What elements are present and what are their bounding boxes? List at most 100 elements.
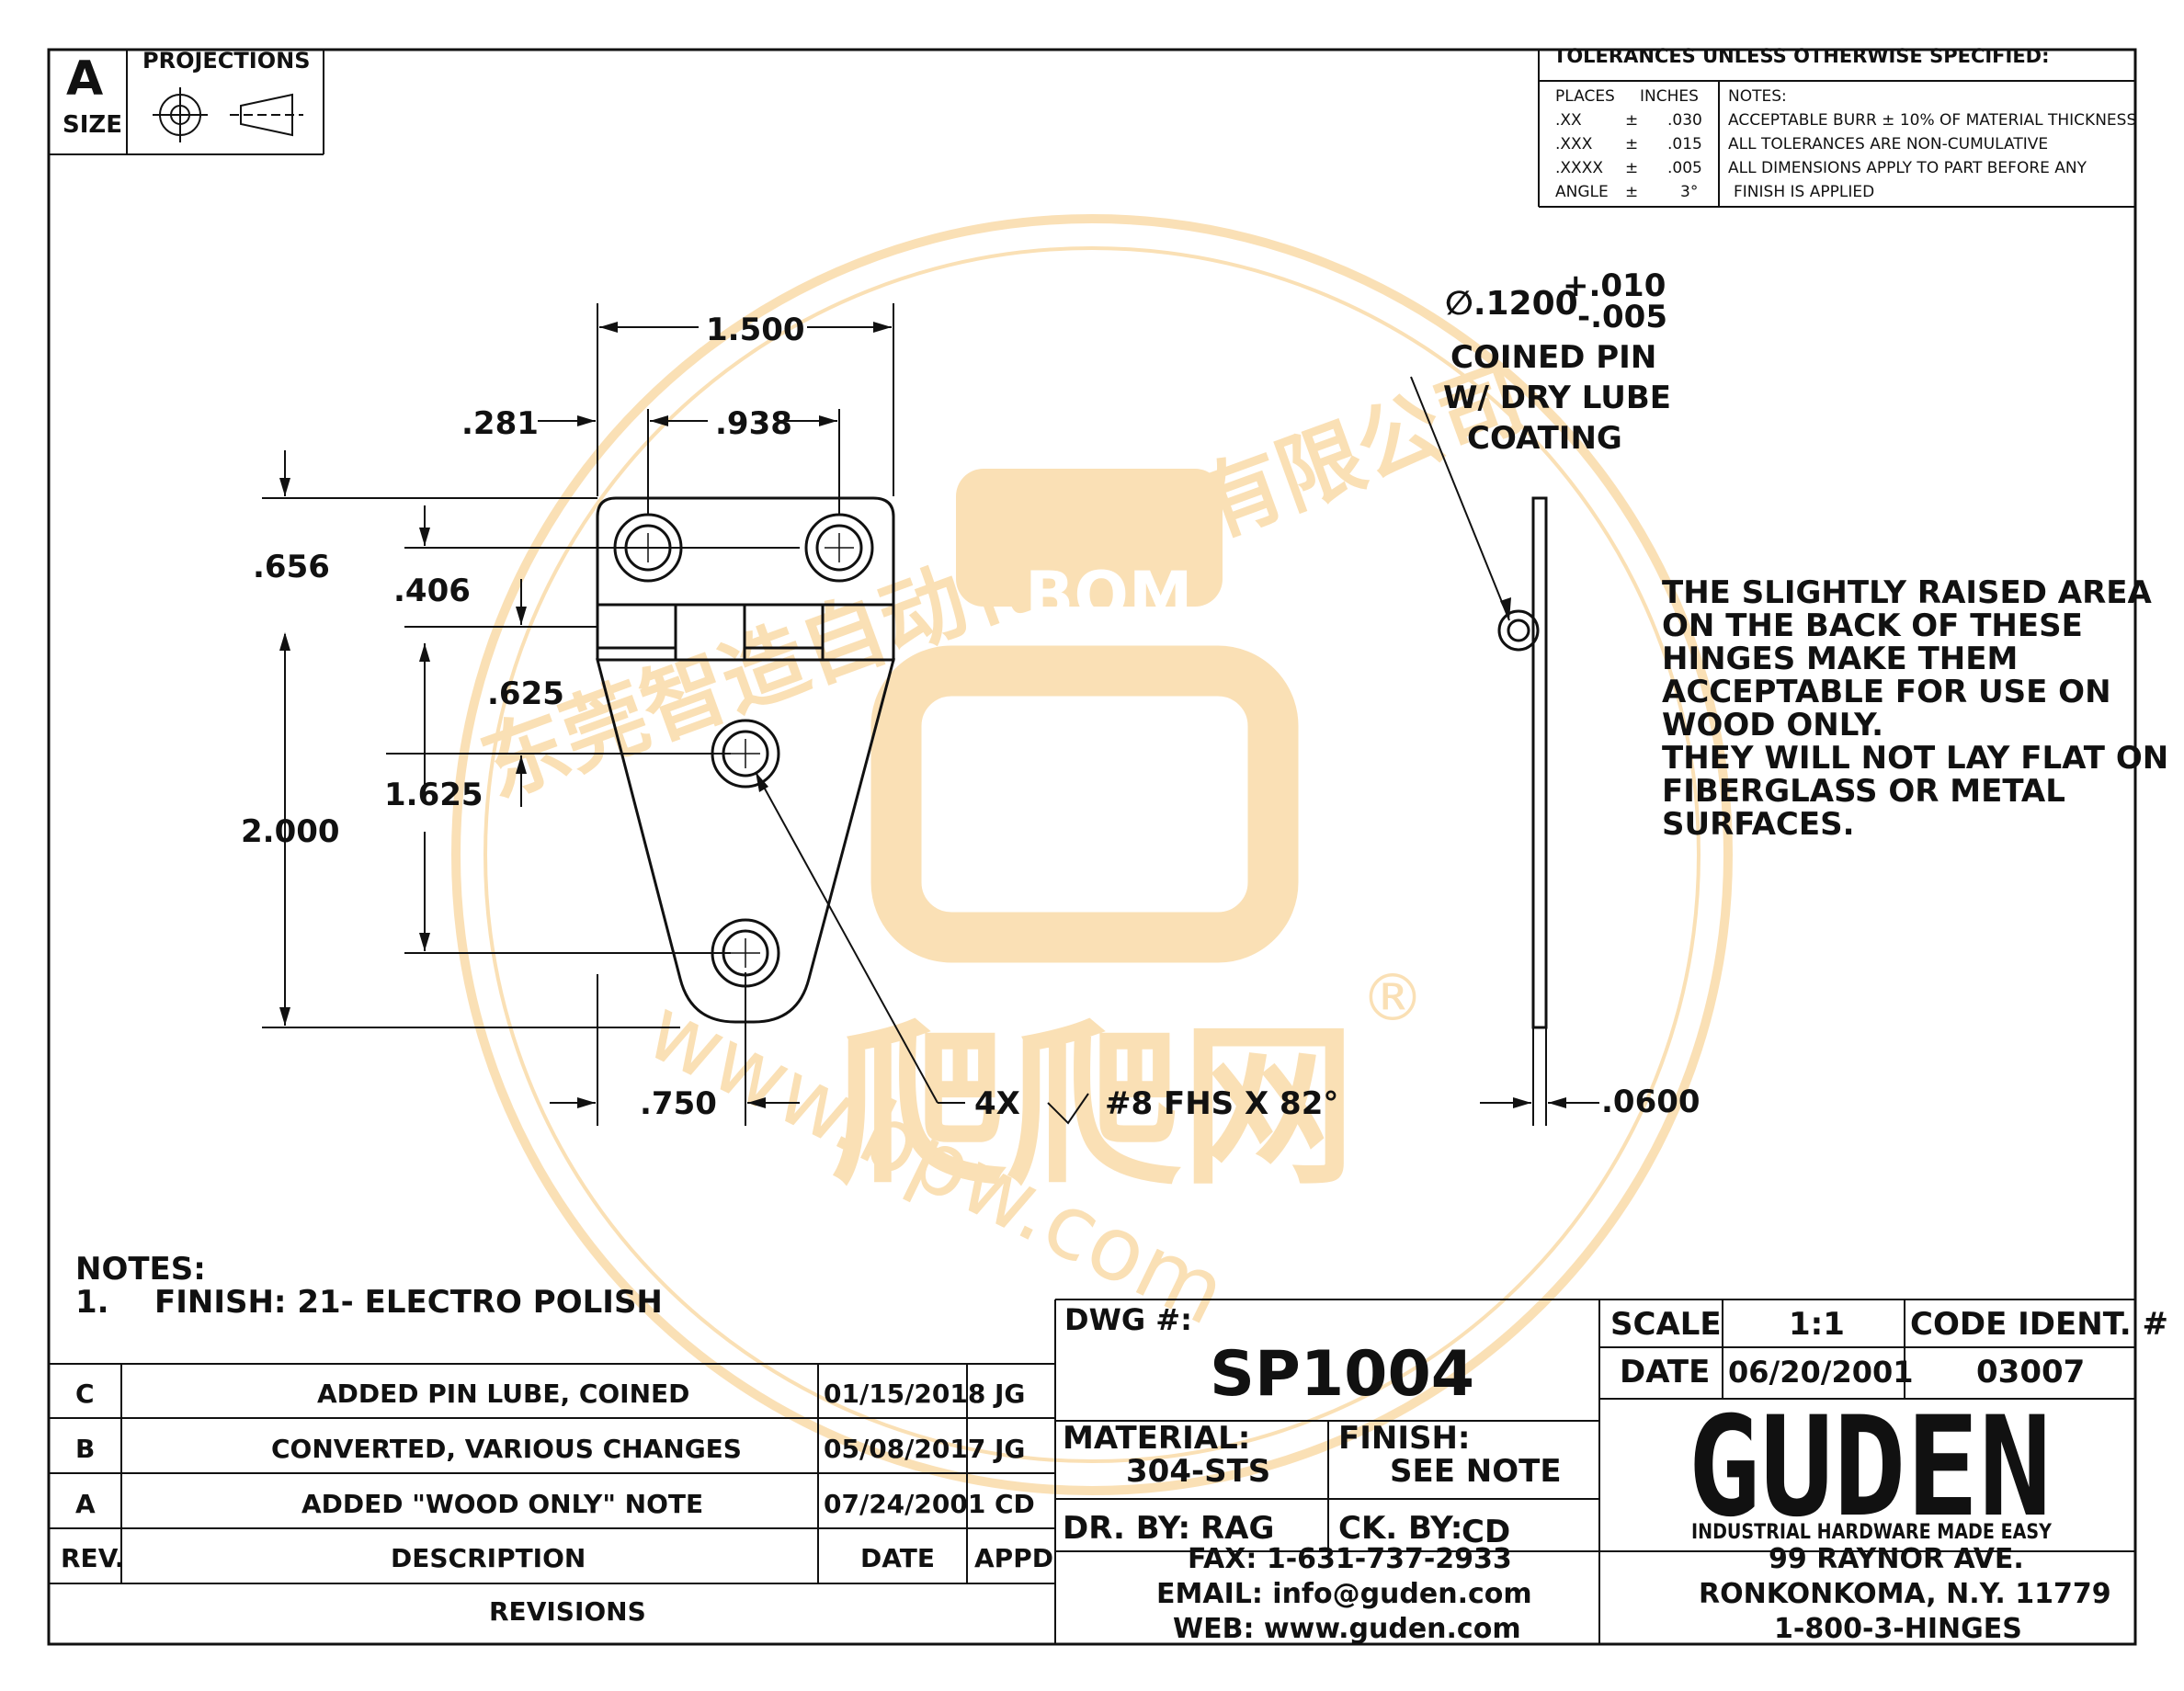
tol-header-inches: INCHES xyxy=(1640,87,1699,106)
svg-text:JG: JG xyxy=(993,1379,1025,1409)
svg-text:.005: .005 xyxy=(1667,159,1702,177)
note-text: FINISH: 21- ELECTRO POLISH xyxy=(154,1284,663,1321)
svg-text:.XXXX: .XXXX xyxy=(1555,159,1603,177)
revision-row: B CONVERTED, VARIOUS CHANGES 05/08/2017 … xyxy=(75,1434,1025,1464)
dim-hole-spacing-bottom: 1.625 xyxy=(384,777,483,813)
hole-spec: #8 FHS X 82° xyxy=(1105,1085,1338,1122)
revision-header-rev: REV. xyxy=(61,1543,124,1573)
material-label: MATERIAL: xyxy=(1063,1420,1250,1457)
svg-text:.XX: .XX xyxy=(1555,111,1582,130)
revision-row: A ADDED "WOOD ONLY" NOTE 07/24/2001 CD xyxy=(75,1489,1035,1519)
title-block: DWG #: SP1004 SCALE 1:1 CODE IDENT. # DA… xyxy=(1055,1299,2168,1645)
hinge-side-view xyxy=(1410,376,1599,1126)
svg-text:.XXX: .XXX xyxy=(1555,135,1593,153)
tolerance-title: TOLERANCES UNLESS OTHERWISE SPECIFIED: xyxy=(1553,45,2050,67)
dimension-lines xyxy=(262,303,1089,1126)
ckby-label: CK. BY: xyxy=(1338,1510,1462,1547)
revision-row: C ADDED PIN LUBE, COINED 01/15/2018 JG xyxy=(75,1379,1025,1409)
dim-hole-edge-offset: .281 xyxy=(461,405,539,442)
material-value: 304-STS xyxy=(1126,1453,1270,1490)
svg-text:05/08/2017: 05/08/2017 xyxy=(824,1434,985,1464)
guden-tagline: INDUSTRIAL HARDWARE MADE EASY xyxy=(1691,1521,2053,1544)
tol-header-places: PLACES xyxy=(1555,87,1615,106)
scale-value: 1:1 xyxy=(1789,1306,1845,1343)
svg-text:±: ± xyxy=(1625,159,1638,177)
guden-logo: GUDEN xyxy=(1688,1388,2052,1548)
svg-text:THE SLIGHTLY RAISED AREA: THE SLIGHTLY RAISED AREA xyxy=(1662,574,2153,611)
svg-text:JG: JG xyxy=(993,1434,1025,1464)
watermark-logo: BOM xyxy=(1025,558,1193,633)
finish-value: SEE NOTE xyxy=(1390,1453,1562,1490)
fax: FAX: 1-631-737-2933 xyxy=(1188,1543,1512,1575)
size-label: SIZE xyxy=(63,111,122,139)
revisions-table: C ADDED PIN LUBE, COINED 01/15/2018 JG B… xyxy=(49,1299,1056,1644)
svg-text:±: ± xyxy=(1625,135,1638,153)
tol-row: .XX ± .030 xyxy=(1555,111,1702,130)
svg-text:ANGLE: ANGLE xyxy=(1555,183,1609,201)
hole-quantity: 4X xyxy=(974,1085,1020,1122)
svg-text:CD: CD xyxy=(995,1489,1035,1519)
svg-text:ACCEPTABLE FOR USE ON: ACCEPTABLE FOR USE ON xyxy=(1662,674,2111,710)
pin-note-line: COINED PIN xyxy=(1450,339,1656,376)
drby-value: RAG xyxy=(1200,1510,1274,1547)
scale-label: SCALE xyxy=(1610,1306,1722,1343)
svg-text:.015: .015 xyxy=(1667,135,1702,153)
svg-text:±: ± xyxy=(1625,111,1638,130)
wood-only-callout: THE SLIGHTLY RAISED AREA ON THE BACK OF … xyxy=(1662,574,2168,843)
tol-row: .XXXX ± .005 xyxy=(1555,159,1702,177)
projection-cone-icon xyxy=(230,93,303,137)
tol-row: .XXX ± .015 xyxy=(1555,135,1702,153)
svg-text:A: A xyxy=(75,1489,96,1519)
svg-text:3°: 3° xyxy=(1680,183,1698,201)
ckby-value: CD xyxy=(1462,1514,1510,1550)
svg-text:±: ± xyxy=(1625,183,1638,201)
svg-text:C: C xyxy=(75,1379,95,1409)
dimension-arrows xyxy=(279,322,892,1108)
dim-knuckle-offset: .625 xyxy=(487,675,564,712)
dwg-label: DWG #: xyxy=(1064,1302,1192,1337)
pin-tol-minus: -.005 xyxy=(1577,299,1667,335)
web: WEB: www.guden.com xyxy=(1173,1613,1521,1645)
svg-text:ON THE BACK OF THESE: ON THE BACK OF THESE xyxy=(1662,607,2083,644)
address-city: RONKONKOMA, N.Y. 11779 xyxy=(1699,1578,2111,1610)
email: EMAIL: info@guden.com xyxy=(1156,1578,1532,1610)
watermark-sub: 爬爬网 xyxy=(832,1005,1356,1209)
pin-note-line: W/ DRY LUBE xyxy=(1443,380,1671,416)
pin-diameter: ∅.1200 xyxy=(1445,285,1578,323)
code-value: 03007 xyxy=(1976,1354,2085,1390)
dwg-number: SP1004 xyxy=(1210,1338,1474,1411)
tol-note: ALL TOLERANCES ARE NON-CUMULATIVE xyxy=(1728,135,2048,153)
svg-text:WOOD ONLY.: WOOD ONLY. xyxy=(1662,707,1883,743)
svg-text:07/24/2001: 07/24/2001 xyxy=(824,1489,985,1519)
svg-text:FIBERGLASS OR METAL: FIBERGLASS OR METAL xyxy=(1662,773,2065,810)
tol-note: FINISH IS APPLIED xyxy=(1734,183,1874,201)
finish-label: FINISH: xyxy=(1338,1420,1471,1457)
revision-header-date: DATE xyxy=(860,1543,935,1573)
svg-text:CONVERTED, VARIOUS CHANGES: CONVERTED, VARIOUS CHANGES xyxy=(271,1434,742,1464)
tol-row: ANGLE ± 3° xyxy=(1555,183,1698,201)
drby-label: DR. BY: xyxy=(1063,1510,1190,1547)
svg-text:HINGES MAKE THEM: HINGES MAKE THEM xyxy=(1662,641,2018,677)
svg-text:B: B xyxy=(75,1434,95,1464)
pin-tol-plus: +.010 xyxy=(1563,267,1666,304)
dim-hole-center-offset: .750 xyxy=(640,1085,717,1122)
dim-leaf-height: .656 xyxy=(253,549,330,585)
pin-note-line: COATING xyxy=(1467,420,1622,457)
date-label: DATE xyxy=(1620,1354,1710,1390)
revisions-footer: REVISIONS xyxy=(489,1596,646,1627)
size-projection-box: A SIZE PROJECTIONS xyxy=(49,48,324,155)
svg-text:ADDED "WOOD ONLY" NOTE: ADDED "WOOD ONLY" NOTE xyxy=(301,1489,703,1519)
revision-header-desc: DESCRIPTION xyxy=(391,1543,586,1573)
svg-text:ADDED PIN LUBE, COINED: ADDED PIN LUBE, COINED xyxy=(317,1379,689,1409)
projections-label: PROJECTIONS xyxy=(142,48,310,74)
code-label: CODE IDENT. # xyxy=(1910,1306,2168,1343)
svg-text:THEY WILL NOT LAY FLAT ON: THEY WILL NOT LAY FLAT ON xyxy=(1662,740,2168,777)
tol-note: ACCEPTABLE BURR ± 10% OF MATERIAL THICKN… xyxy=(1728,111,2136,130)
date-value: 06/20/2001 xyxy=(1728,1355,1914,1390)
tolerance-block: TOLERANCES UNLESS OTHERWISE SPECIFIED: P… xyxy=(1538,45,2136,208)
dim-bottom-leaf-height: 2.000 xyxy=(241,813,340,850)
dim-thickness: .0600 xyxy=(1601,1084,1701,1120)
size-letter: A xyxy=(66,51,103,107)
tol-header-notes: NOTES: xyxy=(1728,87,1787,106)
